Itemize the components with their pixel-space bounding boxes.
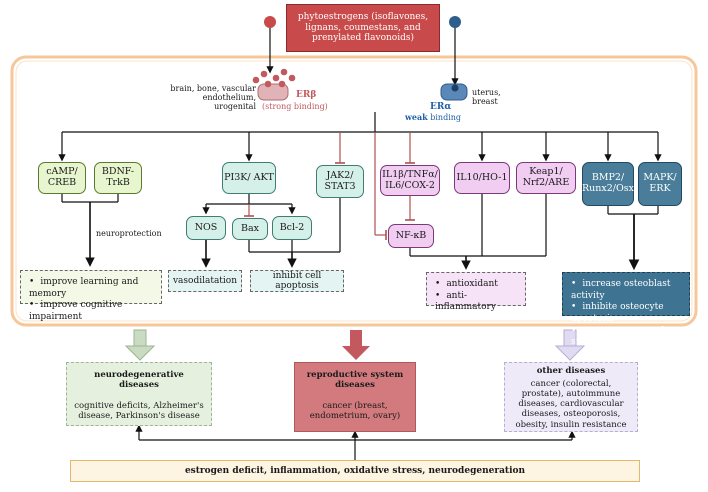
arrow-to-reproductive: [342, 330, 370, 360]
camp-creb-node: cAMP/ CREB: [38, 162, 86, 194]
er-alpha-binding: weak binding: [405, 112, 481, 122]
osteo-outcome-3: promote neuronal survival: [571, 326, 681, 349]
cognitive-outcome-2: improve cognitive impairment: [29, 300, 153, 323]
osteo-outcome-2: inhibite osteocyte apoptosis: [571, 302, 681, 325]
pi3k-akt-node: PI3K/ AKT: [222, 162, 276, 194]
bottom-factors-bar: estrogen deficit, inflammation, oxidativ…: [70, 460, 640, 482]
il1b-tnfa-node: IL1β/TNFα/ IL6/COX-2: [380, 165, 440, 196]
jak2-stat3-node: JAK2/ STAT3: [316, 165, 364, 198]
osteo-outcome-1: increase osteoblast activity: [571, 279, 681, 302]
phytoestrogens-label: phytoestrogens (isoflavones, lignans, co…: [297, 12, 429, 44]
antioxidant-outcome-2: anti-inflammatory: [435, 291, 517, 314]
nos-node: NOS: [186, 216, 226, 240]
er-alpha-ligand: [449, 16, 461, 28]
neurodegenerative-box: neurodegenerative diseases cognitive def…: [66, 362, 212, 426]
il10-ho1-node: IL10/HO-1: [454, 162, 510, 194]
nfkb-node: NF-κB: [388, 224, 434, 248]
neurodegenerative-title: neurodegenerative diseases: [94, 370, 184, 390]
apoptosis-box: inhibit cell apoptosis: [250, 270, 344, 292]
keap1-nrf2-node: Keap1/ Nrf2/ARE: [516, 162, 576, 194]
other-diseases-box: other diseases cancer (colorectal, prost…: [504, 362, 638, 432]
cognitive-outcome-box: improve learning and memory improve cogn…: [20, 270, 162, 322]
vasodilatation-box: vasodilatation: [168, 270, 242, 292]
other-diseases-body: cancer (colorectal, prostate), autoimmun…: [515, 378, 627, 430]
other-diseases-title: other diseases: [536, 366, 606, 376]
er-beta-tissues: brain, bone, vascular endothelium, uroge…: [170, 84, 256, 112]
phytoestrogens-box: phytoestrogens (isoflavones, lignans, co…: [286, 4, 440, 52]
er-alpha-binding-word: binding: [430, 113, 462, 122]
osteo-outcome-box: increase osteoblast activity inhibite os…: [562, 272, 690, 347]
er-beta-binding: (strong binding): [262, 102, 328, 111]
neuroprotection-label: neuroprotection: [96, 229, 162, 238]
cognitive-outcome-1: improve learning and memory: [29, 277, 153, 300]
er-alpha-name: ERα: [430, 102, 452, 112]
reproductive-box: reproductive system diseases cancer (bre…: [294, 362, 416, 432]
mapk-erk-node: MAPK/ ERK: [638, 162, 682, 206]
er-beta-ligand: [264, 16, 276, 28]
bdnf-trkb-node: BDNF- TrkB: [94, 162, 142, 194]
reproductive-body: cancer (breast, endometrium, ovary): [309, 400, 401, 421]
er-beta-receptor: [252, 68, 296, 101]
er-alpha-tissues: uterus, breast: [472, 88, 501, 107]
reproductive-title: reproductive system diseases: [306, 370, 404, 390]
er-beta-name: ERβ: [296, 90, 317, 100]
neurodegenerative-body: cognitive deficits, Alzheimer's disease,…: [74, 400, 204, 421]
er-alpha-binding-strength: weak: [405, 112, 428, 122]
antioxidant-box: antioxidant anti-inflammatory: [426, 272, 526, 312]
pathway-frame: [10, 55, 698, 327]
antioxidant-outcome-1: antioxidant: [435, 279, 517, 291]
er-alpha-receptor: [440, 83, 468, 101]
arrow-to-neurodegenerative: [124, 329, 156, 361]
bax-node: Bax: [232, 218, 268, 240]
bmp2-runx2-node: BMP2/ Runx2/Osx: [582, 162, 634, 206]
bcl2-node: Bcl-2: [272, 216, 312, 240]
